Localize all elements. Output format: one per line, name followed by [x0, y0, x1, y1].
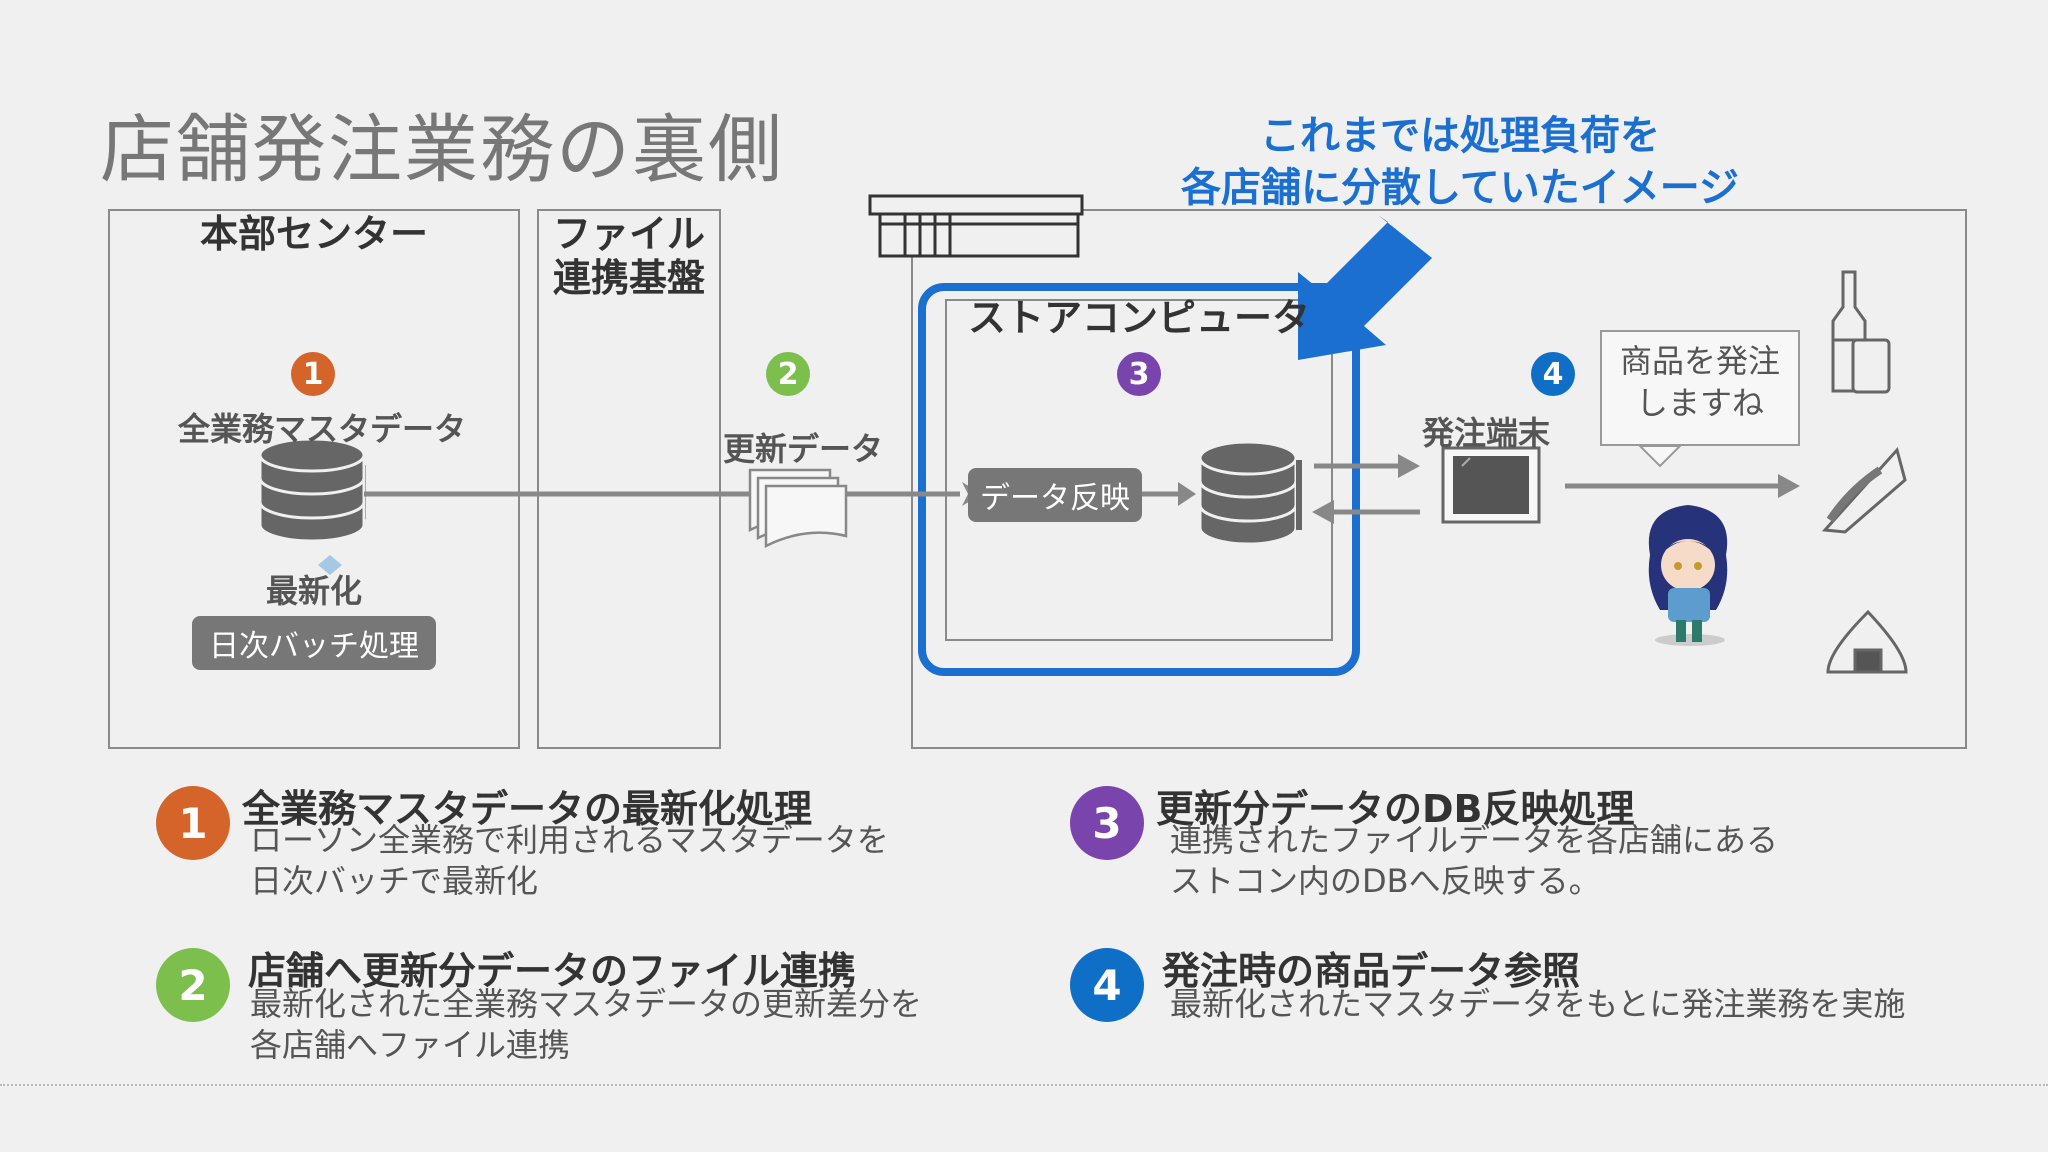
store-computer-inner: [945, 299, 1333, 641]
step-2-badge: 2: [766, 352, 810, 396]
update-document-icon: [748, 468, 848, 549]
store-computer-highlight: [918, 283, 1360, 676]
callout-line-2: 各店舗に分散していたイメージ: [1181, 165, 1739, 211]
speech-bubble-line-1: 商品を発注: [1619, 342, 1780, 380]
page-title: 店舗発注業務の裏側: [100, 107, 784, 193]
explanation-2-title: 店舗へ更新分データのファイル連携: [248, 949, 857, 993]
hq-box: [108, 209, 520, 749]
character-figure: [1648, 505, 1728, 646]
hq-label: 本部センター: [199, 212, 428, 256]
step-4-badge: 4: [1531, 352, 1575, 396]
explanation-2-badge: 2: [156, 948, 230, 1022]
blue-arrow: [1298, 215, 1432, 360]
file-platform-line-2: 連携基盤: [552, 256, 705, 300]
step-1-badge: 1: [291, 352, 335, 396]
explanation-2-line-1: 最新化された全業務マスタデータの更新差分を: [250, 985, 923, 1023]
file-platform-label: ファイル 連携基盤: [538, 212, 720, 300]
master-database-icon: [258, 437, 368, 543]
file-platform-line-1: ファイル: [552, 212, 705, 256]
explanation-1-body: ローソン全業務で利用されるマスタデータを 日次バッチで最新化: [250, 820, 889, 902]
daily-batch-button: 日次バッチ処理: [192, 616, 436, 670]
bottom-divider: [0, 1084, 2048, 1086]
bubble-tail: [1637, 445, 1683, 468]
latest-label: 最新化: [266, 572, 363, 610]
explanation-3-title: 更新分データのDB反映処理: [1156, 787, 1635, 831]
explanation-1-line-1: ローソン全業務で利用されるマスタデータを: [250, 821, 889, 859]
data-apply-button: データ反映: [968, 468, 1142, 522]
explanation-2-body: 最新化された全業務マスタデータの更新差分を 各店舗へファイル連携: [250, 984, 922, 1066]
store-computer-label: ストアコンピュータ: [967, 296, 1310, 340]
refresh-diamond-icon: [318, 555, 342, 575]
explanation-4-badge: 4: [1070, 948, 1144, 1022]
callout-text: これまでは処理負荷を 各店舗に分散していたイメージ: [1165, 110, 1755, 214]
store-area-box: [911, 209, 1967, 749]
explanation-4-title: 発注時の商品データ参照: [1162, 949, 1581, 993]
explanation-1-line-2: 日次バッチで最新化: [250, 862, 539, 900]
explanation-2-line-2: 各店舗へファイル連携: [250, 1026, 571, 1064]
explanation-3-badge: 3: [1070, 786, 1144, 860]
speech-bubble: 商品を発注 しますね: [1600, 330, 1800, 446]
update-data-label: 更新データ: [723, 430, 884, 468]
explanation-3-body: 連携されたファイルデータを各店舗にある ストコン内のDBへ反映する。: [1170, 820, 1778, 902]
bottle-icon: [1831, 270, 1891, 394]
order-terminal-label: 発注端末: [1422, 414, 1551, 452]
explanation-3-line-2: ストコン内のDBへ反映する。: [1170, 862, 1601, 900]
callout-line-1: これまでは処理負荷を: [1260, 113, 1660, 159]
explanation-1-title: 全業務マスタデータの最新化処理: [242, 787, 813, 831]
explanation-4-body: 最新化されたマスタデータをもとに発注業務を実施: [1170, 984, 1905, 1025]
onigiri-icon: [1826, 609, 1908, 674]
step-3-badge: 3: [1117, 352, 1161, 396]
explanation-4-line-1: 最新化されたマスタデータをもとに発注業務を実施: [1170, 985, 1906, 1023]
master-data-label: 全業務マスタデータ: [178, 410, 467, 448]
explanation-1-badge: 1: [156, 786, 230, 860]
store-building-icon: [868, 194, 1084, 258]
speech-bubble-line-2: しますね: [1635, 384, 1764, 422]
store-database-icon: [1198, 440, 1302, 546]
sandwich-icon: [1821, 446, 1907, 534]
explanation-3-line-1: 連携されたファイルデータを各店舗にある: [1170, 821, 1779, 859]
order-terminal-icon: [1441, 446, 1541, 524]
file-box: [537, 209, 721, 749]
